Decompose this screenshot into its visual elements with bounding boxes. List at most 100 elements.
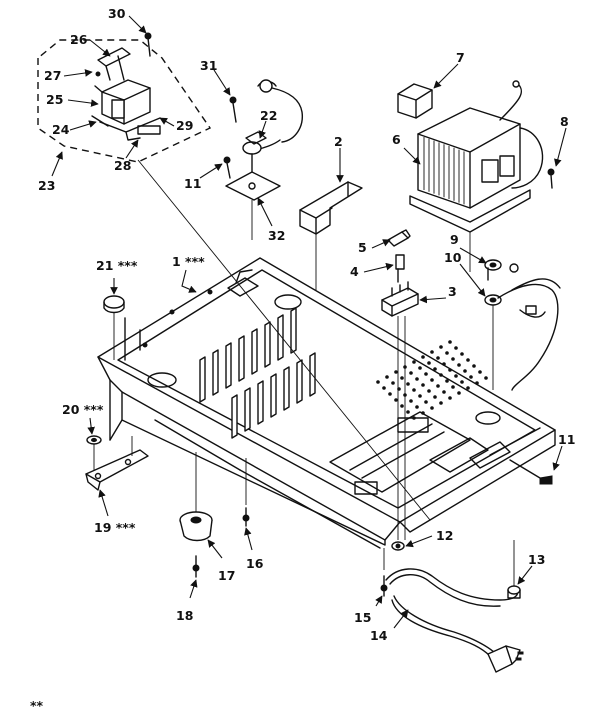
callout-29: 29 — [176, 118, 193, 133]
transformer-assembly — [37, 32, 431, 521]
perforation-hole — [382, 386, 386, 390]
callout-18: 18 — [176, 608, 193, 623]
perforation-hole — [442, 390, 446, 394]
pan-inner-parts — [329, 411, 541, 495]
perforation-hole — [427, 361, 431, 365]
washers-right — [484, 259, 561, 391]
perforation-hole — [412, 388, 416, 392]
vent-slot — [238, 335, 245, 382]
perforation-hole — [469, 375, 473, 379]
perforation-hole — [472, 364, 476, 368]
perforation-hole — [391, 381, 395, 385]
callout-27: 27 — [44, 68, 61, 83]
callout-23: 23 — [38, 178, 55, 193]
perforation-hole — [454, 374, 458, 378]
callout-19: 19 *** — [94, 520, 136, 535]
callout-20: 20 *** — [62, 402, 104, 417]
callout-10: 10 — [444, 250, 462, 265]
perforation-hole — [412, 360, 416, 364]
callout-labels: 30 26 27 25 24 29 28 23 31 22 11 32 2 7 … — [30, 6, 575, 712]
perforation-hole — [385, 375, 389, 379]
callout-12: 12 — [436, 528, 453, 543]
perforation-hole — [448, 368, 452, 372]
perforation-hole — [400, 404, 404, 408]
callout-7: 7 — [456, 50, 465, 65]
perforation-hole — [463, 369, 467, 373]
perforation-hole — [394, 370, 398, 374]
perforation-hole — [421, 383, 425, 387]
perforation-hole — [409, 399, 413, 403]
foot-17 — [179, 452, 250, 578]
perforation-hole — [418, 366, 422, 370]
perforation-hole — [430, 406, 434, 410]
power-cord — [380, 540, 524, 673]
perforation-hole — [388, 392, 392, 396]
callout-21: 21 *** — [96, 258, 138, 273]
callout-26: 26 — [70, 32, 88, 47]
callout-11-left: 11 — [184, 176, 201, 191]
callout-28: 28 — [114, 158, 131, 173]
callout-6: 6 — [392, 132, 401, 147]
perforation-hole — [394, 398, 398, 402]
vent-slot — [225, 342, 232, 389]
perforation-hole — [478, 370, 482, 374]
choke-assembly — [397, 80, 555, 272]
foot-21 — [103, 295, 125, 360]
callout-8: 8 — [560, 114, 569, 129]
callout-24: 24 — [52, 122, 70, 137]
vent-slot — [270, 373, 277, 418]
foot-bracket — [85, 435, 149, 491]
vent-slot — [251, 328, 258, 375]
perforation-hole — [409, 371, 413, 375]
perforation-hole — [445, 351, 449, 355]
perforation-hole — [433, 395, 437, 399]
perforation-hole — [376, 380, 380, 384]
callout-17: 17 — [218, 568, 235, 583]
perforation-hole — [475, 381, 479, 385]
perforation-hole — [484, 376, 488, 380]
perforation-hole — [436, 356, 440, 360]
fuse-parts — [381, 229, 419, 540]
vent-slot — [199, 356, 206, 403]
perforation-hole — [442, 362, 446, 366]
footer-mark: ** — [30, 698, 44, 712]
callout-4: 4 — [350, 264, 359, 279]
perforation-hole — [445, 379, 449, 383]
callout-5: 5 — [358, 240, 367, 255]
perforation-hole — [466, 386, 470, 390]
perforated-area — [376, 340, 488, 420]
callout-11-right: 11 — [558, 432, 575, 447]
vent-slot — [257, 380, 264, 425]
vent-slot — [212, 349, 219, 396]
perforation-hole — [460, 352, 464, 356]
vent-slot — [290, 307, 297, 354]
vent-slot — [231, 394, 238, 439]
vent-slot — [264, 321, 271, 368]
perforation-hole — [430, 350, 434, 354]
perforation-hole — [451, 357, 455, 361]
perforation-hole — [430, 378, 434, 382]
callout-32: 32 — [268, 228, 285, 243]
perforation-hole — [421, 355, 425, 359]
callout-2: 2 — [334, 134, 343, 149]
perforation-hole — [427, 389, 431, 393]
perforation-hole — [454, 346, 458, 350]
perforation-hole — [448, 340, 452, 344]
callout-14: 14 — [370, 628, 388, 643]
perforation-hole — [460, 380, 464, 384]
perforation-hole — [439, 345, 443, 349]
perforation-hole — [400, 376, 404, 380]
callout-25: 25 — [46, 92, 63, 107]
perforation-hole — [457, 391, 461, 395]
perforation-hole — [406, 382, 410, 386]
callout-31: 31 — [200, 58, 217, 73]
callout-15: 15 — [354, 610, 371, 625]
callout-16: 16 — [246, 556, 264, 571]
perforation-hole — [406, 410, 410, 414]
perforation-hole — [424, 372, 428, 376]
front-right-hardware — [391, 459, 553, 551]
callout-22: 22 — [260, 108, 277, 123]
vent-slot — [283, 366, 290, 411]
perforation-hole — [439, 373, 443, 377]
duct — [299, 181, 363, 290]
